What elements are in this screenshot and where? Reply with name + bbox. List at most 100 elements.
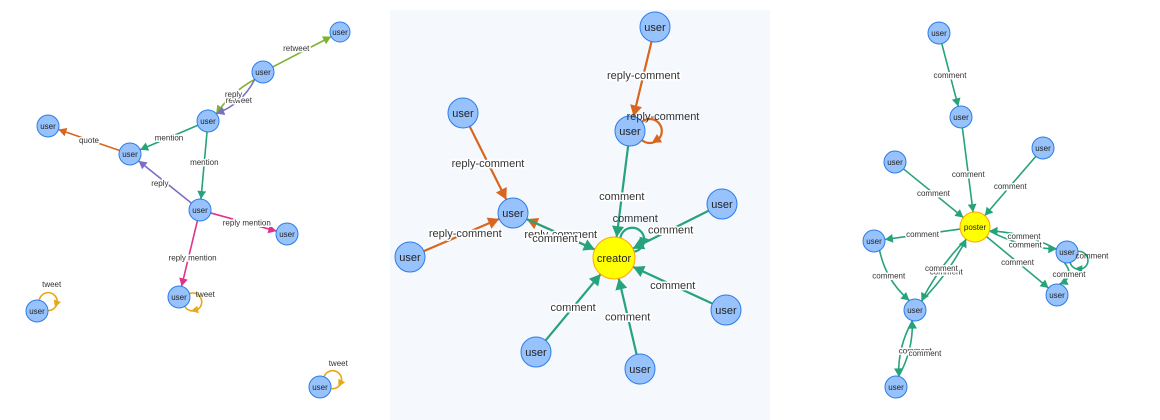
edge-reply[interactable] [138, 160, 192, 204]
edge-mention[interactable] [139, 124, 199, 151]
edge-comment[interactable] [941, 43, 961, 107]
edge-comment[interactable] [893, 320, 914, 377]
node-circle [883, 150, 907, 174]
edge-reply-mention[interactable] [179, 220, 199, 287]
edge-comment[interactable] [986, 235, 1050, 289]
node-user[interactable]: user [927, 21, 951, 45]
node-user[interactable]: user [196, 109, 220, 133]
edge-comment[interactable] [544, 273, 602, 342]
node-label: user [192, 206, 208, 215]
node-user[interactable]: user [25, 299, 49, 323]
edge-label: reply mention [223, 219, 271, 228]
edge-comment[interactable] [526, 218, 596, 251]
edge-comment[interactable] [878, 250, 910, 302]
node-label: user [711, 199, 733, 211]
node-label: user [619, 126, 641, 138]
node-label: user [40, 122, 56, 131]
node-circle [903, 298, 927, 322]
edge-label: quote [79, 136, 100, 145]
edge-arrowhead [1048, 244, 1057, 254]
edge-retweet[interactable] [272, 35, 332, 68]
edge-comment[interactable] [611, 145, 630, 238]
node-user[interactable]: user [1045, 283, 1069, 307]
node-label: user [715, 305, 737, 317]
node-user[interactable]: user [624, 353, 656, 385]
edge-arrowhead [611, 225, 625, 238]
node-user[interactable]: user [497, 197, 529, 229]
edge-mention[interactable] [197, 131, 208, 200]
edge-comment[interactable] [897, 320, 918, 377]
node-user[interactable]: user [1055, 240, 1079, 264]
node-user[interactable]: user [706, 188, 738, 220]
node-label: user [907, 306, 923, 315]
edge-comment[interactable] [903, 168, 964, 219]
edge-label: tweet [329, 359, 349, 368]
node-user[interactable]: user [447, 97, 479, 129]
edge-reply-mention[interactable] [210, 212, 277, 234]
edge-reply-comment[interactable] [630, 41, 653, 117]
node-user[interactable]: user [394, 241, 426, 273]
node-user[interactable]: user [949, 105, 973, 129]
edge-arrowhead [921, 291, 929, 302]
node-user[interactable]: user [520, 336, 552, 368]
edge-label: mention [155, 133, 183, 142]
edge-arrowhead [651, 133, 663, 143]
node-circle [706, 188, 738, 220]
node-circle [710, 294, 742, 326]
node-label: poster [964, 223, 987, 232]
node-label: user [452, 108, 474, 120]
node-label: user [644, 22, 666, 34]
edge-label: comment [952, 170, 986, 179]
edge-label: comment [925, 264, 959, 273]
edge-label: comment [648, 225, 693, 237]
edge-comment[interactable] [884, 228, 961, 243]
edge-label: comment [599, 191, 644, 203]
node-user[interactable]: user [862, 229, 886, 253]
node-circle [949, 105, 973, 129]
edge-quote[interactable] [58, 127, 120, 152]
edge-label: retweet [283, 44, 310, 53]
node-user[interactable]: user [883, 150, 907, 174]
node-user[interactable]: user [639, 11, 671, 43]
node-user[interactable]: user [36, 114, 60, 138]
edge-label: comment [930, 268, 964, 277]
node-user[interactable]: user [251, 60, 275, 84]
node-circle [497, 197, 529, 229]
node-user[interactable]: user [167, 285, 191, 309]
node-circle [1055, 240, 1079, 264]
node-label: user [332, 28, 348, 37]
edge-reply[interactable] [215, 78, 256, 115]
node-user[interactable]: user [1031, 136, 1055, 160]
node-user[interactable]: user [329, 21, 351, 43]
node-label: user [887, 158, 903, 167]
edge-label: comment [1076, 252, 1110, 261]
node-label: user [1035, 144, 1051, 153]
node-user[interactable]: user [614, 115, 646, 147]
node-creator[interactable]: creator [592, 236, 636, 280]
node-user[interactable]: user [188, 198, 212, 222]
node-user[interactable]: user [308, 375, 332, 399]
edge-comment[interactable] [615, 278, 638, 355]
edge-comment[interactable] [1059, 262, 1070, 286]
node-user[interactable]: user [710, 294, 742, 326]
edge-comment[interactable] [632, 209, 710, 250]
edge-line [961, 127, 974, 213]
edge-comment[interactable] [989, 230, 1057, 254]
edge-label: comment [605, 311, 650, 323]
node-circle [251, 60, 275, 84]
edge-comment[interactable] [961, 127, 977, 213]
node-user[interactable]: user [903, 298, 927, 322]
node-user[interactable]: user [118, 142, 142, 166]
edge-reply-comment[interactable] [468, 125, 508, 201]
node-user[interactable]: user [275, 222, 299, 246]
edge-label: reply-comment [452, 158, 525, 170]
node-user[interactable]: user [884, 375, 908, 399]
edge-comment[interactable] [920, 238, 967, 302]
edge-reply-comment[interactable] [423, 217, 500, 253]
node-poster[interactable]: poster [959, 211, 991, 243]
edge-arrowhead [588, 274, 601, 287]
edge-comment[interactable] [984, 155, 1037, 217]
edge-comment[interactable] [632, 265, 713, 305]
edge-labels-layer: retweetretweetreplymentionquotementionre… [42, 42, 1110, 368]
